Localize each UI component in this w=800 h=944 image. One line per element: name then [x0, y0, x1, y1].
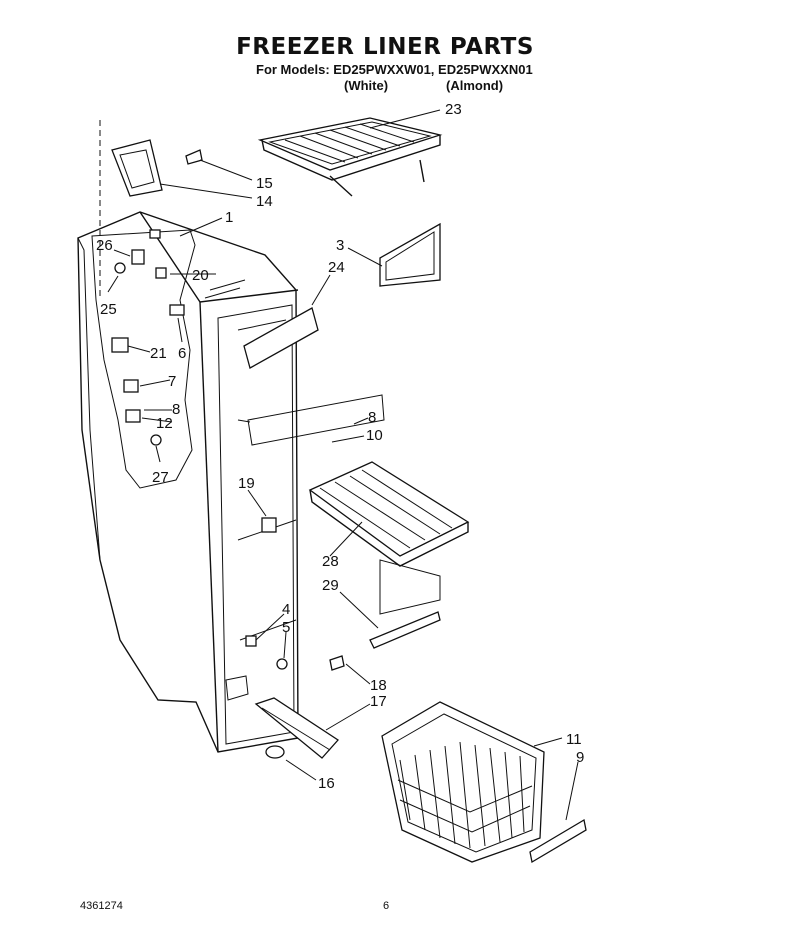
part-9-strip	[529, 818, 587, 864]
callout-10: 10	[366, 427, 383, 444]
callout-28: 28	[322, 553, 339, 570]
bracket-14	[111, 139, 163, 197]
page-title: FREEZER LINER PARTS	[236, 34, 534, 60]
callout-25: 25	[100, 301, 117, 318]
callout-26: 26	[96, 237, 113, 254]
callout-1: 1	[225, 209, 233, 226]
callout-12: 12	[156, 415, 173, 432]
page-number: 6	[383, 900, 390, 912]
callout-14: 14	[256, 193, 273, 210]
shelf-rail	[369, 611, 441, 649]
freezer-liner-body	[77, 211, 299, 753]
part-5	[276, 658, 288, 670]
callout-16: 16	[318, 775, 335, 792]
wire-shelf	[308, 461, 470, 567]
drawer-front	[254, 697, 339, 759]
control-components	[111, 229, 185, 446]
top-shelf-grille	[257, 117, 443, 197]
callout-7: 7	[168, 373, 176, 390]
callout-15: 15	[256, 175, 273, 192]
callout-8-left: 8	[172, 401, 180, 418]
callout-4: 4	[282, 601, 290, 618]
callout-11: 11	[566, 731, 582, 748]
leader-lines	[107, 109, 579, 821]
part-4	[245, 635, 257, 647]
frame-part	[379, 222, 441, 287]
screw-18	[329, 655, 345, 671]
cover-panel	[243, 307, 319, 369]
callout-24: 24	[328, 259, 345, 276]
callout-23: 23	[445, 101, 462, 118]
callout-9: 9	[576, 749, 584, 766]
callout-29: 29	[322, 577, 339, 594]
document-number: 4361274	[80, 900, 123, 912]
screw-15	[185, 149, 203, 165]
shelf-outline-part	[379, 559, 441, 615]
variant-white: (White)	[344, 78, 389, 93]
control-panel-outline	[91, 229, 196, 489]
callout-19: 19	[238, 475, 255, 492]
callout-18: 18	[370, 677, 387, 694]
callout-3: 3	[336, 237, 344, 254]
callout-21: 21	[150, 345, 167, 362]
wire-basket	[381, 701, 545, 863]
variant-almond: (Almond)	[446, 78, 504, 93]
callout-17: 17	[370, 693, 387, 710]
callout-6: 6	[178, 345, 186, 362]
callout-27: 27	[152, 469, 169, 486]
part-19-block	[261, 517, 277, 533]
callout-8-right: 8	[368, 409, 376, 426]
cap-16	[265, 745, 285, 759]
models-subtitle: For Models: ED25PWXXW01, ED25PWXXN01	[256, 62, 533, 77]
callout-5: 5	[282, 619, 290, 636]
callout-20: 20	[192, 267, 209, 284]
